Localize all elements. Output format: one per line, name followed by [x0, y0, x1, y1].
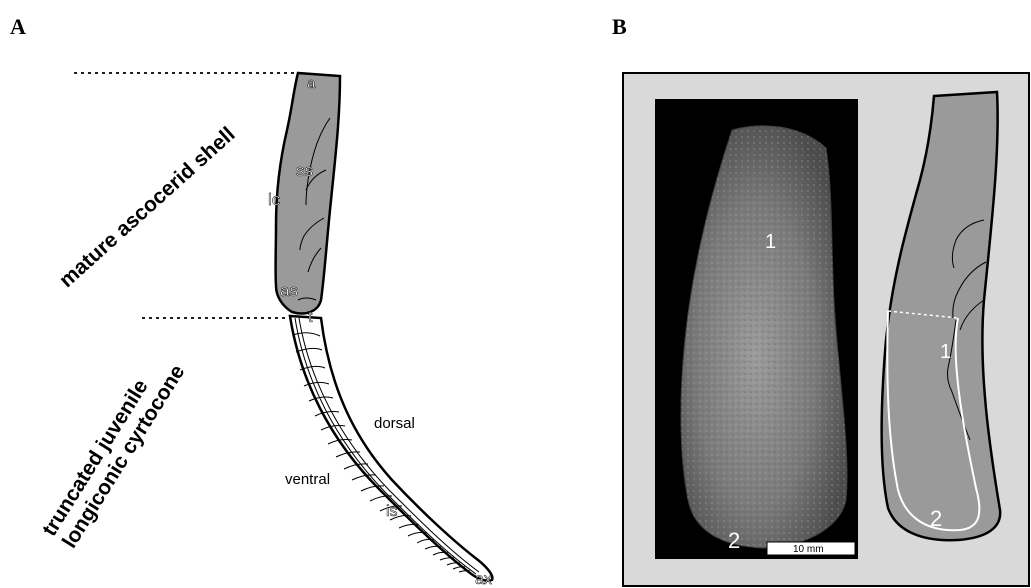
label-as: as — [280, 281, 298, 300]
photo-label-2: 2 — [728, 528, 740, 553]
label-ventral: ventral — [285, 471, 330, 488]
drawing-label-1: 1 — [940, 341, 951, 363]
label-ss: ss — [296, 161, 313, 180]
label-a: a — [307, 75, 316, 92]
label-t: t — [308, 309, 313, 326]
label-lc: lc — [268, 190, 281, 209]
juvenile-shell — [290, 316, 492, 581]
drawing-label-2: 2 — [930, 506, 942, 531]
scale-bar-label: 10 mm — [793, 544, 824, 555]
label-dorsal: dorsal — [374, 415, 415, 432]
mature-shell — [276, 73, 340, 314]
photo-label-1: 1 — [765, 231, 776, 253]
label-ax: ax — [475, 571, 492, 588]
label-is: is — [386, 503, 398, 520]
